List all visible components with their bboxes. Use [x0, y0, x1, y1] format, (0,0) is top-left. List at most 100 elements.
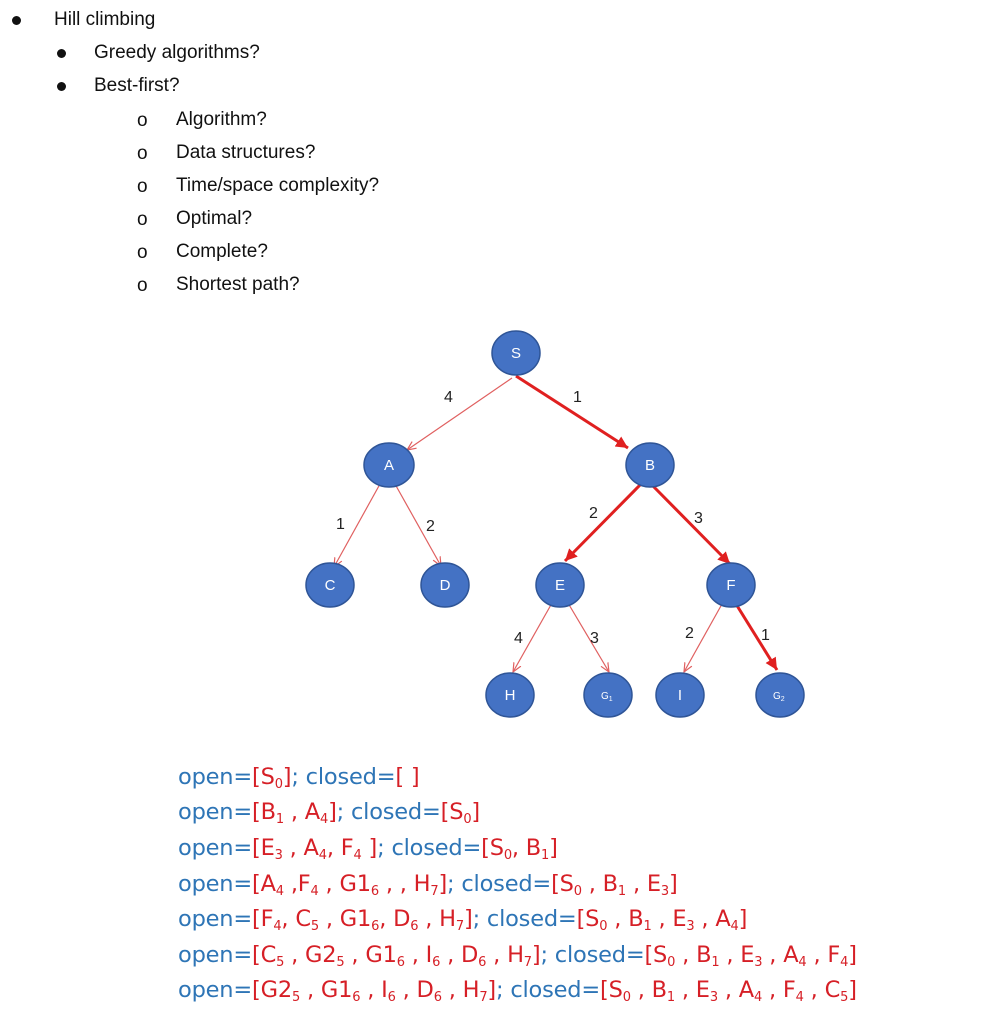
trace-value: , F [326, 835, 354, 861]
trace-cost-subscript: 1 [275, 812, 284, 827]
trace-value: [S [252, 764, 275, 790]
node-a [363, 442, 415, 488]
trace-cost-subscript: 4 [753, 990, 763, 1005]
trace-value: , E [651, 906, 687, 932]
trace-line: open=[S0]; closed=[ ] [178, 762, 420, 792]
node-g1 [583, 672, 633, 718]
trace-value: , B [511, 835, 542, 861]
trace-label: ; closed= [447, 871, 552, 897]
trace-value: , E [719, 942, 755, 968]
trace-cost-subscript: 4 [273, 919, 282, 934]
trace-value: , C [803, 977, 841, 1003]
trace-line: open=[A4 ,F4 , G16 , , H7]; closed=[S0 ,… [178, 869, 678, 899]
node-c-label: C [325, 577, 336, 594]
trace-cost-subscript: 6 [432, 955, 441, 970]
outline-level3-item: Complete? [176, 241, 268, 262]
node-a-label: A [384, 457, 394, 474]
trace-cost-subscript: 6 [387, 990, 396, 1005]
edge-weight-a-c: 1 [336, 516, 345, 533]
trace-value: [F [252, 906, 274, 932]
trace-cost-subscript: 4 [310, 884, 319, 899]
trace-cost-subscript: 4 [795, 990, 804, 1005]
trace-value: , F [762, 977, 796, 1003]
edge-weight-s-a: 4 [444, 389, 453, 406]
trace-cost-subscript: 0 [622, 990, 631, 1005]
edge-weight-f-i: 2 [685, 625, 694, 642]
trace-value: [E [252, 835, 275, 861]
trace-label: open= [178, 799, 253, 825]
trace-cost-subscript: 7 [523, 955, 532, 970]
circle-bullet-icon: o [137, 242, 148, 263]
trace-line: open=[E3 , A4, F4 ]; closed=[S0, B1] [178, 833, 558, 863]
trace-cost-subscript: 1 [643, 919, 652, 934]
edge-e-g1 [567, 602, 609, 672]
trace-cost-subscript: 5 [310, 919, 319, 934]
trace-cost-subscript: 4 [353, 848, 362, 863]
trace-cost-subscript: 6 [410, 919, 419, 934]
trace-cost-subscript: 0 [503, 848, 512, 863]
trace-line: open=[B1 , A4]; closed=[S0] [178, 797, 480, 827]
trace-cost-subscript: 1 [541, 848, 550, 863]
bullet-icon [12, 16, 21, 25]
trace-line: open=[G25 , G16 , I6 , D6 , H7]; closed=… [178, 975, 857, 1005]
trace-value: , D [379, 906, 411, 932]
trace-value: , I [404, 942, 433, 968]
trace-cost-subscript: 1 [711, 955, 720, 970]
trace-cost-subscript: 4 [730, 919, 739, 934]
edge-f-g2 [734, 603, 779, 671]
trace-value: ] [848, 977, 857, 1003]
node-h-label: H [505, 687, 516, 704]
edge-a-d [394, 483, 441, 566]
trace-value: , , H [378, 871, 431, 897]
trace-value: , H [441, 977, 480, 1003]
trace-cost-subscript: 0 [274, 777, 283, 792]
trace-value: [S [644, 942, 668, 968]
trace-value: , G1 [300, 977, 353, 1003]
trace-value: ] [438, 871, 448, 897]
node-s-label: S [511, 345, 521, 362]
trace-cost-subscript: 6 [396, 955, 405, 970]
trace-value: ] [487, 977, 496, 1003]
trace-cost-subscript: 6 [478, 955, 487, 970]
circle-bullet-icon: o [137, 176, 148, 197]
trace-value: ] [531, 942, 541, 968]
trace-value: [S [440, 799, 464, 825]
trace-value: ] [668, 871, 678, 897]
search-tree-diagram: 4 1 1 2 2 3 4 3 2 1 S A B C D E F H I G1 [305, 330, 805, 718]
trace-cost-subscript: 0 [573, 884, 582, 899]
trace-cost-subscript: 7 [430, 884, 439, 899]
trace-value: , E [626, 871, 661, 897]
node-b-label: B [645, 457, 655, 474]
trace-label: ; closed= [472, 906, 577, 932]
trace-cost-subscript: 0 [463, 812, 472, 827]
edge-weight-b-f: 3 [694, 510, 703, 527]
trace-value: , D [440, 942, 479, 968]
trace-value: , I [360, 977, 388, 1003]
edge-weight-a-d: 2 [426, 518, 435, 535]
trace-value: , A [694, 906, 731, 932]
node-g2 [755, 672, 805, 718]
trace-value: , B [630, 977, 667, 1003]
outline-level1-item: Hill climbing [54, 9, 156, 30]
outline-level3-item: Algorithm? [176, 109, 267, 130]
node-e-label: E [555, 577, 565, 594]
bullet-icon [57, 49, 66, 58]
trace-cost-subscript: 0 [599, 919, 608, 934]
node-d-label: D [440, 577, 451, 594]
trace-label: open= [178, 977, 253, 1003]
trace-value: , B [607, 906, 644, 932]
outline-level3-item: Time/space complexity? [176, 175, 380, 196]
outline-level2-item: Greedy algorithms? [94, 42, 260, 63]
trace-value: ,F [283, 871, 311, 897]
trace-value: , G2 [284, 942, 337, 968]
trace-value: [A [252, 871, 276, 897]
trace-cost-subscript: 5 [840, 990, 849, 1005]
trace-value: [S [576, 906, 600, 932]
trace-cost-subscript: 3 [754, 955, 763, 970]
circle-bullet-icon: o [137, 275, 148, 296]
trace-value: ] [282, 764, 292, 790]
trace-value: , G1 [318, 906, 372, 932]
trace-value: [S [600, 977, 623, 1003]
trace-value: ] [361, 835, 378, 861]
trace-cost-subscript: 0 [667, 955, 676, 970]
